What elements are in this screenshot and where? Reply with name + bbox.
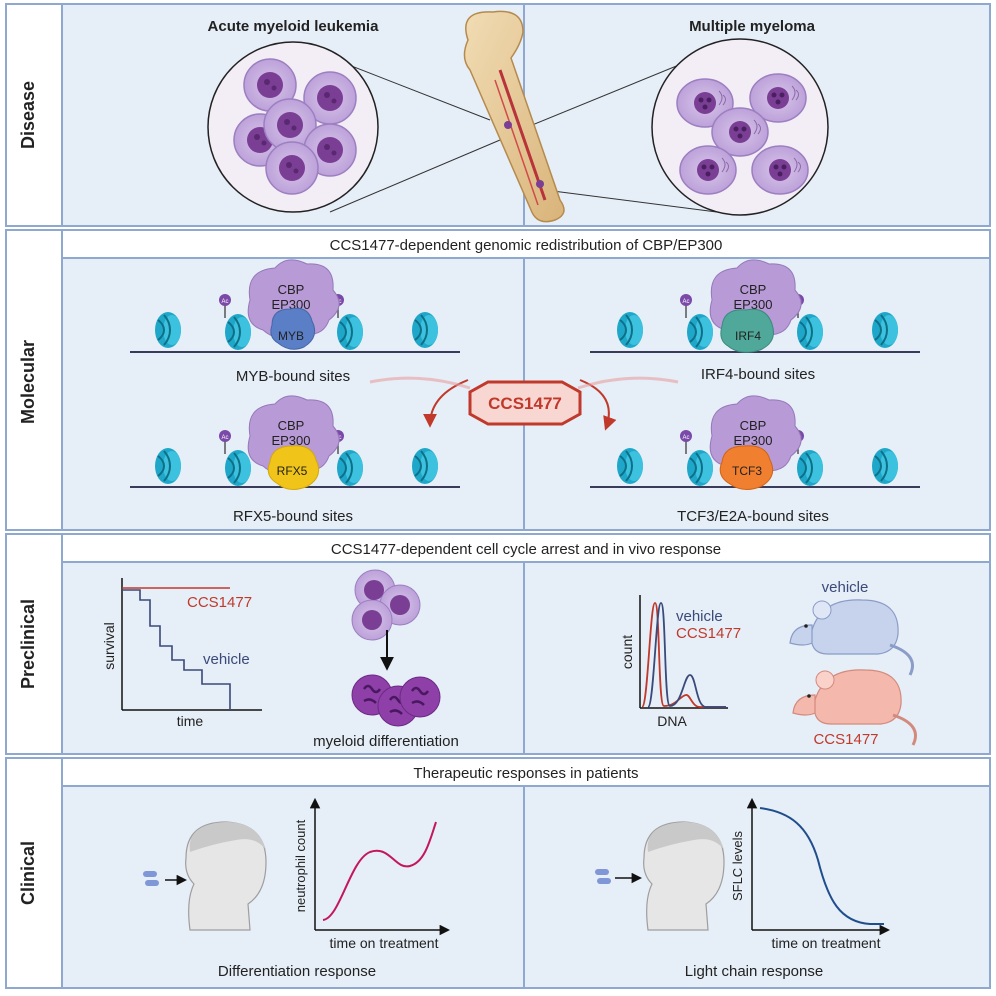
- preclinical-banner: CCS1477-dependent cell cycle arrest and …: [331, 541, 721, 558]
- myb-label: MYB: [278, 329, 304, 343]
- row-label-disease: Disease: [18, 81, 38, 149]
- irf4-label: IRF4: [735, 329, 761, 343]
- survival-drug-label: CCS1477: [187, 594, 252, 611]
- row-label-clinical: Clinical: [18, 841, 38, 905]
- neutrophil-ylabel: neutrophil count: [293, 819, 308, 912]
- row-label-preclinical: Preclinical: [18, 599, 38, 689]
- mm-title: Multiple myeloma: [689, 18, 816, 35]
- tcf3-label: TCF3: [732, 464, 762, 478]
- femur-bone-illustration: [463, 10, 565, 223]
- cellcycle-drug-label: CCS1477: [676, 625, 741, 642]
- vehicle-survival-line: [122, 589, 231, 710]
- cbp-label: CBP: [740, 282, 767, 297]
- rfx5-caption: RFX5-bound sites: [233, 508, 353, 525]
- irf4-sites-diagram: Ac Ac CBP EP300 IRF4 IRF4-bound sites: [590, 259, 920, 383]
- neutrophil-curve: [322, 821, 437, 921]
- rfx5-label: RFX5: [277, 464, 308, 478]
- survival-ylabel: survival: [101, 622, 117, 669]
- survival-xlabel: time: [177, 713, 204, 729]
- rfx5-sites-diagram: Ac Ac CBP EP300 RFX5 RFX5-bound sites: [130, 395, 460, 525]
- row-disease: Disease Acute myeloid leukemia Multiple …: [5, 3, 991, 227]
- ep300-label: EP300: [733, 297, 772, 312]
- survival-vehicle-label: vehicle: [203, 651, 250, 668]
- irf4-caption: IRF4-bound sites: [701, 366, 815, 383]
- row-preclinical: Preclinical CCS1477-dependent cell cycle…: [5, 533, 991, 755]
- light-chain-response-caption: Light chain response: [685, 963, 823, 980]
- myb-sites-diagram: Ac Ac CBP EP300 MYB MYB-bound sites: [130, 259, 460, 385]
- cbp-label: CBP: [278, 282, 305, 297]
- neutrophil-xlabel: time on treatment: [330, 935, 439, 951]
- cellcycle-ylabel: count: [619, 635, 635, 669]
- cell-cycle-plot: count DNA vehicle CCS1477: [619, 595, 741, 729]
- mouse-drug-label: CCS1477: [813, 731, 878, 748]
- ccs1477-label: CCS1477: [488, 394, 562, 413]
- cellcycle-vehicle-label: vehicle: [676, 608, 723, 625]
- ep300-label: EP300: [271, 433, 310, 448]
- cbp-label: CBP: [278, 418, 305, 433]
- ac-label: Ac: [682, 299, 689, 305]
- sflc-xlabel: time on treatment: [772, 935, 881, 951]
- neutrophil-plot: neutrophil count time on treatment Diffe…: [218, 797, 451, 980]
- ccs1477-drug-badge: CCS1477: [369, 376, 679, 431]
- clinical-banner: Therapeutic responses in patients: [413, 765, 638, 782]
- ac-label: Ac: [221, 299, 228, 305]
- tcf3-sites-diagram: Ac Ac CBP EP300 TCF3 TCF3/E2A-bound site…: [590, 395, 920, 525]
- row-molecular: Molecular CCS1477-dependent genomic redi…: [5, 229, 991, 531]
- sflc-ylabel: SFLC levels: [730, 830, 745, 901]
- mouse-vehicle-label: vehicle: [822, 579, 869, 596]
- molecular-banner: CCS1477-dependent genomic redistribution…: [330, 237, 723, 254]
- vehicle-mouse-illustration: vehicle: [789, 579, 914, 676]
- aml-title: Acute myeloid leukemia: [208, 18, 380, 35]
- ac-label: Ac: [682, 435, 689, 441]
- myb-caption: MYB-bound sites: [236, 368, 350, 385]
- cbp-label: CBP: [740, 418, 767, 433]
- differentiation-response-caption: Differentiation response: [218, 963, 376, 980]
- patient-head-illustration-right: [595, 821, 725, 931]
- ep300-label: EP300: [733, 433, 772, 448]
- ccs1477-mouse-illustration: CCS1477: [792, 669, 917, 748]
- cellcycle-xlabel: DNA: [657, 713, 687, 729]
- myeloid-differentiation-illustration: myeloid differentiation: [313, 569, 459, 750]
- row-label-molecular: Molecular: [18, 340, 38, 424]
- patient-head-illustration-left: [143, 821, 267, 931]
- differentiation-caption: myeloid differentiation: [313, 733, 459, 750]
- row-clinical: Clinical Therapeutic responses in patien…: [5, 757, 991, 989]
- ccs1477-histogram: [641, 602, 726, 708]
- sflc-curve: [759, 807, 884, 925]
- tcf3-caption: TCF3/E2A-bound sites: [677, 508, 829, 525]
- sflc-plot: SFLC levels time on treatment Light chai…: [685, 797, 891, 980]
- survival-plot: survival time CCS1477 vehicle: [101, 578, 262, 729]
- ac-label: Ac: [221, 435, 228, 441]
- vehicle-histogram: [647, 602, 726, 708]
